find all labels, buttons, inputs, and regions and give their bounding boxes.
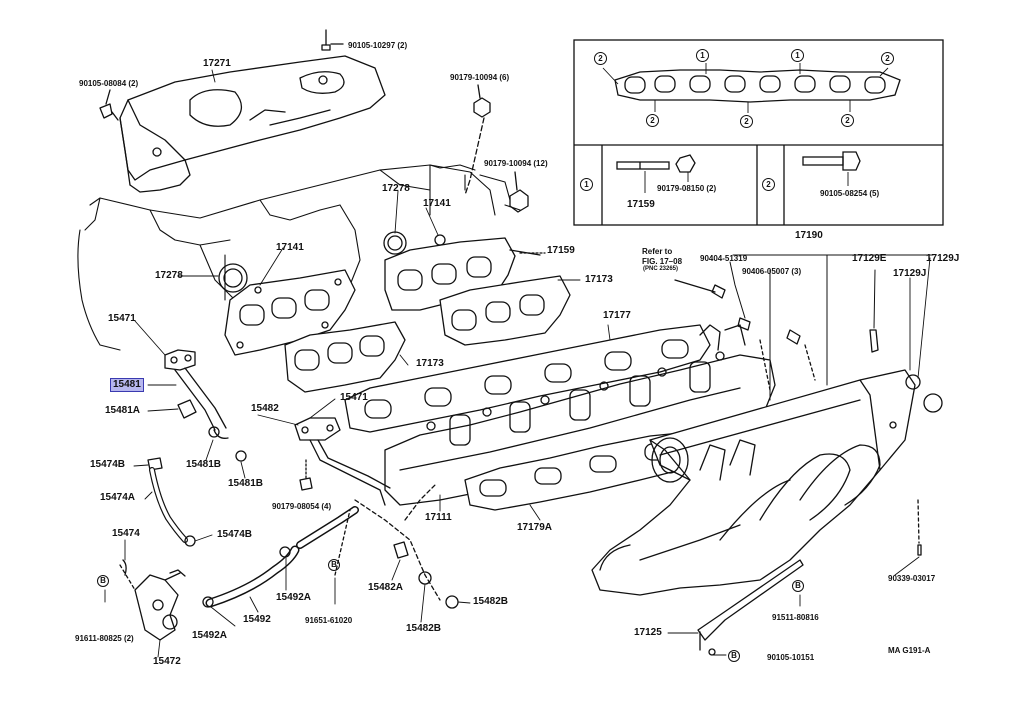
marker-b-91611: B xyxy=(97,575,112,588)
label-90406-05007: 90406-05007 (3) xyxy=(742,267,802,276)
label-90179-08054: 90179-08054 (4) xyxy=(272,502,332,511)
pipe-15482 xyxy=(294,417,391,506)
label-15472: 15472 xyxy=(153,656,181,667)
inset-label-90179-08150: 90179-08150 (2) xyxy=(657,184,717,193)
label-91651-61020: 91651-61020 xyxy=(305,616,353,625)
label-17159: 17159 xyxy=(547,245,575,256)
label-refer-1: Refer to xyxy=(642,247,673,256)
inset-marker-1-a: 1 xyxy=(696,49,712,62)
inset-label-90105-08254: 90105-08254 (5) xyxy=(820,189,880,198)
label-refer-2: FIG. 17–08 xyxy=(642,257,683,266)
label-17129E: 17129E xyxy=(852,253,887,264)
marker-b-91511: B xyxy=(792,580,807,593)
label-17129J-2: 17129J xyxy=(893,268,927,279)
inset-marker-2-a: 2 xyxy=(594,52,610,65)
label-90179-10094-6: 90179-10094 (6) xyxy=(450,73,510,82)
cylinder-head xyxy=(77,164,521,351)
engine-cover-17271 xyxy=(119,55,386,193)
inset-marker-1-b: 1 xyxy=(791,49,807,62)
bracket-17125 xyxy=(697,559,804,641)
label-15474A: 15474A xyxy=(100,492,136,503)
gasket-17173-left xyxy=(284,321,406,393)
label-17111: 17111 xyxy=(425,512,452,523)
marker-b-91651: B xyxy=(328,559,343,572)
label-15481-highlighted[interactable]: 15481 xyxy=(110,378,144,392)
diagram-code: MA G191-A xyxy=(888,646,931,655)
label-15482B-1: 15482B xyxy=(473,596,509,607)
label-91511-80816: 91511-80816 xyxy=(772,613,819,622)
label-17177: 17177 xyxy=(603,310,631,321)
label-15481B-1: 15481B xyxy=(186,459,222,470)
label-17271: 17271 xyxy=(203,58,231,69)
gasket-17173-right xyxy=(439,275,571,346)
label-15492A-2: 15492A xyxy=(192,630,228,641)
label-15474: 15474 xyxy=(112,528,140,539)
label-15492: 15492 xyxy=(243,614,271,625)
marker-b-90105: B xyxy=(728,650,743,663)
label-90404-51319: 90404-51319 xyxy=(700,254,748,263)
label-90339-03017: 90339-03017 xyxy=(888,574,936,583)
label-15481A: 15481A xyxy=(105,405,141,416)
label-15482: 15482 xyxy=(251,403,279,414)
label-15471-mid: 15471 xyxy=(340,392,368,403)
label-15481B-2: 15481B xyxy=(228,478,264,489)
label-91611-80825: 91611-80825 (2) xyxy=(75,634,134,643)
inset-marker-2-e: 2 xyxy=(841,114,857,127)
label-15482A: 15482A xyxy=(368,582,404,593)
label-17125: 17125 xyxy=(634,627,662,638)
label-refer-3: (PNC 23265) xyxy=(643,266,679,272)
inset-marker-2-row: 2 xyxy=(762,178,778,191)
label-90179-10094-12: 90179-10094 (12) xyxy=(484,159,548,168)
label-15482B-2: 15482B xyxy=(406,623,442,634)
label-15474B-bot: 15474B xyxy=(217,529,253,540)
valve-15472 xyxy=(134,572,181,641)
pipe-15481 xyxy=(164,349,229,439)
label-17173-mid: 17173 xyxy=(416,358,444,369)
label-17141-top: 17141 xyxy=(423,198,451,209)
label-17129J-1: 17129J xyxy=(926,253,960,264)
label-15474B-top: 15474B xyxy=(90,459,126,470)
label-17278-top: 17278 xyxy=(382,183,410,194)
inset-marker-1-row: 1 xyxy=(580,178,596,191)
label-15492A-1: 15492A xyxy=(276,592,312,603)
label-17179A: 17179A xyxy=(517,522,553,533)
inset-marker-2-c: 2 xyxy=(646,114,662,127)
label-15471-left: 15471 xyxy=(108,313,136,324)
surge-tank-17190 xyxy=(591,369,916,596)
seal-ring-17278-top xyxy=(383,231,407,255)
label-17278-left: 17278 xyxy=(155,270,183,281)
label-17190: 17190 xyxy=(795,230,823,241)
inset-label-17159: 17159 xyxy=(627,199,655,210)
gasket-17177 xyxy=(344,324,711,433)
gasket-17141-left xyxy=(224,269,356,356)
label-90105-08084: 90105-08084 (2) xyxy=(79,79,139,88)
seal-ring-17278-left xyxy=(218,263,248,293)
label-17141-mid: 17141 xyxy=(276,242,304,253)
label-90105-10297: 90105-10297 (2) xyxy=(348,41,408,50)
inset-marker-2-d: 2 xyxy=(740,115,756,128)
label-90105-10151: 90105-10151 xyxy=(767,653,815,662)
inset-box xyxy=(573,39,944,226)
inset-marker-2-b: 2 xyxy=(881,52,897,65)
label-17173-right: 17173 xyxy=(585,274,613,285)
